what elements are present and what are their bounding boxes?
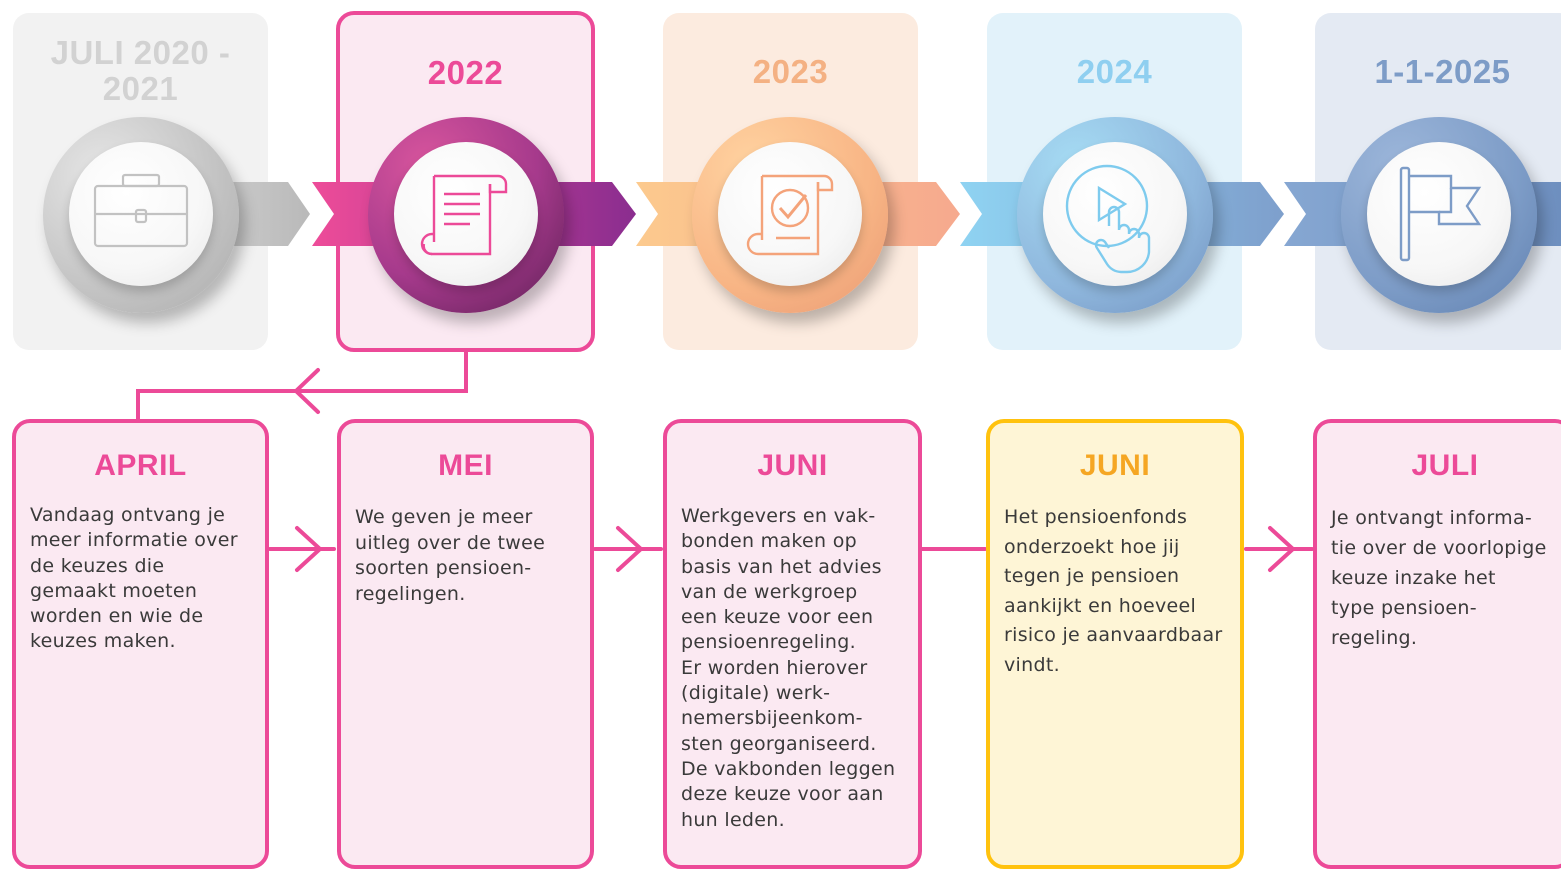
play-click-hand-icon (1065, 164, 1151, 274)
icon-disc (718, 142, 862, 286)
briefcase-icon (93, 173, 189, 248)
period-title-line: 1-1-2025 (1374, 53, 1511, 90)
icon-disc (1367, 142, 1511, 286)
month-description: Vandaag ontvang je meer informatie over … (30, 504, 238, 653)
month-title: JUNI (1079, 449, 1151, 482)
period-ring (692, 117, 888, 313)
period-title-line: JULI 2020 - (50, 34, 231, 71)
month-box-mei: MEI We geven je meer uitleg over de twee… (337, 419, 594, 869)
period-title: 2024 (987, 54, 1242, 90)
left-arrow-icon (293, 368, 320, 414)
period-ring (368, 117, 564, 313)
icon-disc (394, 142, 538, 286)
month-description: Je ontvangt informa- tie over de voorlop… (1331, 507, 1547, 649)
period-ring (1341, 117, 1537, 313)
right-arrow-icon (295, 526, 323, 572)
month-description: We geven je meer uitleg over de twee soo… (355, 506, 546, 605)
month-box-juni-fonds: JUNI Het pensioenfonds onderzoekt hoe ji… (986, 419, 1244, 869)
period-title: 2022 (340, 55, 591, 91)
period-title-line: 2021 (102, 70, 179, 107)
flag-icon (1399, 166, 1482, 262)
month-box-juli: JULI Je ontvangt informa- tie over de vo… (1313, 419, 1561, 869)
period-title-line: 2023 (752, 53, 829, 90)
month-title: JUNI (757, 449, 828, 482)
connector-2022-to-april (136, 350, 468, 421)
month-title: JULI (1411, 449, 1479, 482)
period-title: 2023 (663, 54, 918, 90)
icon-disc (69, 142, 213, 286)
period-title: 1-1-2025 (1315, 54, 1561, 90)
month-title: MEI (438, 449, 493, 482)
month-description: Werkgevers en vak- bonden maken op basis… (681, 505, 896, 831)
period-ring (1017, 117, 1213, 313)
right-arrow-icon (616, 526, 644, 572)
period-title: JULI 2020 - 2021 (13, 35, 268, 107)
month-box-april: APRIL Vandaag ontvang je meer informatie… (12, 419, 269, 869)
period-ring (43, 117, 239, 313)
month-description: Het pensioenfonds onderzoekt hoe jij teg… (1004, 506, 1223, 676)
period-title-line: 2022 (427, 54, 504, 91)
icon-disc (1043, 142, 1187, 286)
month-title: APRIL (94, 449, 187, 482)
right-arrow-icon (1268, 526, 1296, 572)
scroll-document-icon (420, 174, 508, 256)
certificate-check-icon (746, 174, 834, 256)
period-title-line: 2024 (1076, 53, 1153, 90)
month-box-juni: JUNI Werkgevers en vak- bonden maken op … (663, 419, 922, 869)
